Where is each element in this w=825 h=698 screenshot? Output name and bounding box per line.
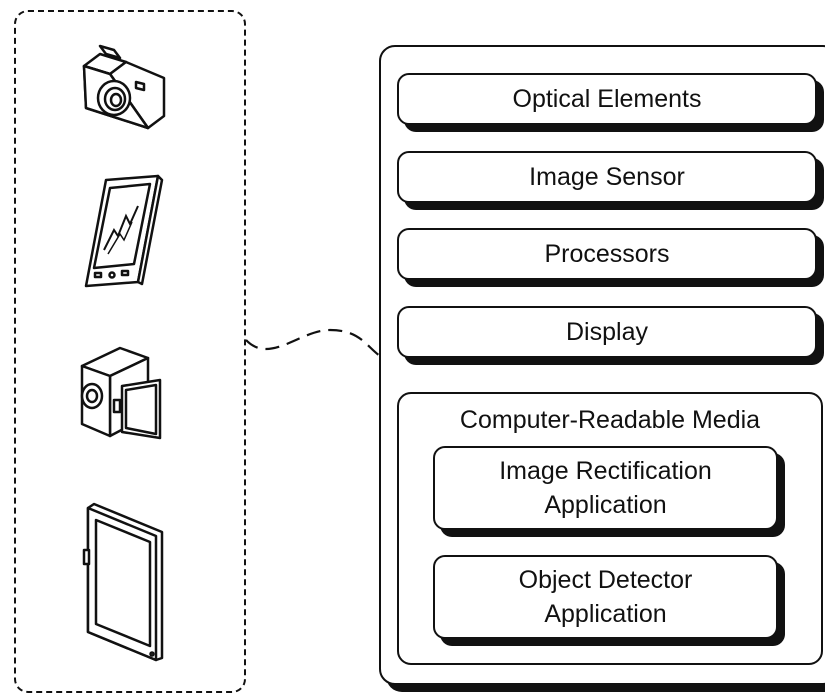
camcorder-icon: [80, 346, 162, 440]
image-rectification-app-box: Image Rectification Application: [433, 446, 778, 530]
app-label-line1: Object Detector: [518, 566, 693, 594]
app-label-line1: Image Rectification: [499, 457, 712, 485]
app-label-line2: Application: [544, 491, 667, 519]
display-label: Display: [566, 317, 648, 346]
media-title: Computer-Readable Media: [459, 406, 761, 434]
devices-group: [14, 10, 246, 693]
object-detector-app-box: Object Detector Application: [433, 555, 778, 639]
tablet-icon: [82, 502, 164, 662]
processors-box: Processors: [397, 228, 817, 280]
camera-icon: [82, 44, 166, 130]
processors-label: Processors: [544, 239, 670, 268]
optical-elements-box: Optical Elements: [397, 73, 817, 125]
image-sensor-label: Image Sensor: [529, 162, 685, 191]
display-box: Display: [397, 306, 817, 358]
image-sensor-box: Image Sensor: [397, 151, 817, 203]
smartphone-icon: [84, 174, 164, 288]
app-label-line2: Application: [544, 600, 667, 628]
optical-elements-label: Optical Elements: [512, 84, 702, 113]
